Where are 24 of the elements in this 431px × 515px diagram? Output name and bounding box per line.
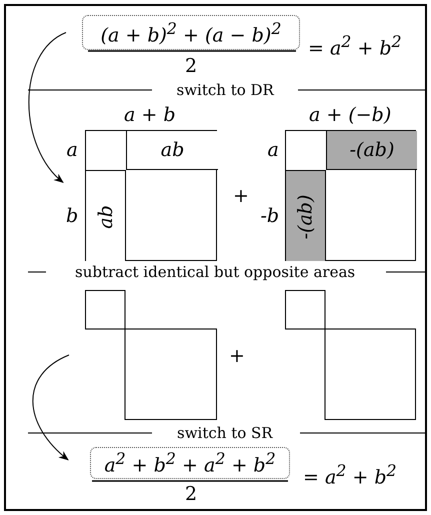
square-diagram xyxy=(285,130,416,261)
side-length: b xyxy=(66,205,78,227)
square-diagram xyxy=(85,130,217,261)
side-length: a xyxy=(268,139,279,161)
curved-arrow xyxy=(28,32,66,184)
side-length: a + b xyxy=(124,104,176,126)
area-cell: ab xyxy=(126,131,218,170)
curved-arrow xyxy=(32,354,70,460)
side-length: a xyxy=(66,139,78,161)
plus-sign: + xyxy=(229,345,245,367)
area-cell: ab xyxy=(86,170,126,262)
side-length: a + (−b) xyxy=(309,104,392,126)
numerator-box: (a + b)$^{2}$ + (a − b)$^{2}$ xyxy=(82,15,300,50)
equation-result: = a$^{2}$ + b$^{2}$ xyxy=(308,31,402,60)
side-length: -b xyxy=(260,205,280,227)
l-shape-drawing xyxy=(85,290,217,420)
numerator-box: a$^{2}$ + b$^{2}$ + a$^{2}$ + b$^{2}$ xyxy=(90,447,290,479)
shaded-area: -(ab) xyxy=(326,131,417,170)
denominator: 2 xyxy=(185,483,198,505)
l-shape-drawing xyxy=(285,290,416,420)
plus-sign: + xyxy=(233,185,249,207)
equation-result: = a$^{2}$ + b$^{2}$ xyxy=(303,460,397,488)
shaded-area: -(ab) xyxy=(286,170,326,262)
denominator: 2 xyxy=(185,55,198,77)
